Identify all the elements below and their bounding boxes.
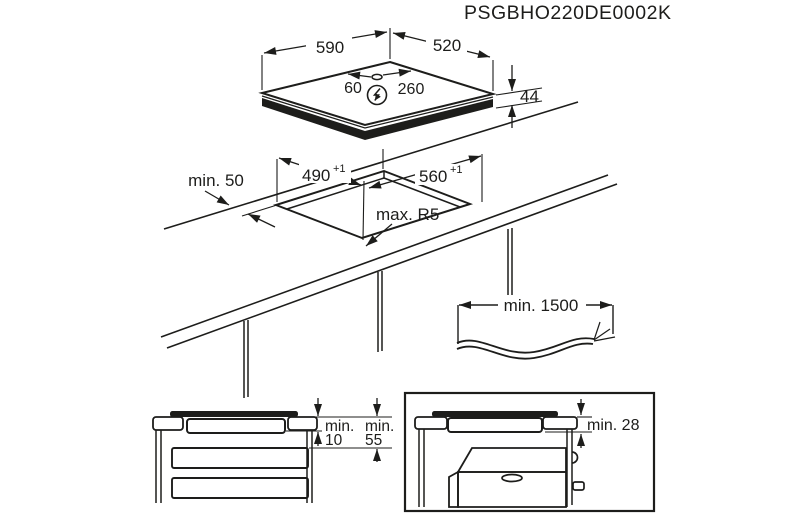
- worktop-section-right2: [542, 416, 578, 430]
- hob-height-label: 44: [520, 87, 539, 106]
- hob-isometric-view: 590 520 60 260 44: [258, 28, 543, 140]
- edge-clearance-arrow-lower: [247, 213, 276, 228]
- oven-clearance-label: min. 28: [587, 417, 640, 434]
- part-number-label: PSGBHO220DE0002K: [464, 2, 671, 24]
- hob-body-band: [262, 98, 493, 140]
- hob-body-section: [186, 418, 286, 434]
- oven-view-frame: [403, 391, 656, 513]
- countertop-front-edge-bottom: [166, 183, 618, 349]
- cutout-depth-tolerance-label: +1: [450, 164, 463, 176]
- cutout-outline: [272, 169, 474, 240]
- oven-drawing: [448, 447, 585, 508]
- oven-installation-view: min. 28: [403, 391, 656, 513]
- corner-radius-arrow: [365, 223, 393, 247]
- clearance-value-label: 55: [365, 432, 382, 449]
- cable-length-view: min. 1500: [456, 295, 616, 360]
- cable-offset-right-arrow: [382, 68, 412, 77]
- countertop-front-edge-top: [160, 174, 609, 338]
- mains-cable-drawing: [456, 321, 616, 360]
- drawer-lower: [171, 477, 309, 499]
- oven-screw: [572, 481, 585, 491]
- oven-handle: [501, 473, 523, 483]
- cable-offset-right-label: 260: [398, 81, 425, 98]
- hob-glass-top: [258, 60, 497, 127]
- oven-knob: [571, 451, 579, 464]
- hob-depth-label: 520: [433, 36, 461, 55]
- cabinet-sides2: [418, 429, 573, 507]
- countertop-back-edge: [163, 101, 579, 230]
- corner-radius-label: max. R5: [376, 205, 439, 224]
- cable-offset-left-label: 60: [344, 80, 362, 97]
- gap-value-label: 10: [325, 432, 343, 449]
- edge-clearance-arrow-upper: [204, 190, 230, 206]
- worktop-section-left2: [414, 416, 448, 430]
- cutout-depth-label: 560: [419, 167, 447, 186]
- cutout-width-label: 490: [302, 166, 330, 185]
- electrical-connection-icon: [366, 84, 388, 106]
- hob-body-section2: [447, 417, 543, 433]
- clearance-min-label: min.: [365, 418, 394, 435]
- worktop-section-left: [152, 416, 184, 431]
- cable-length-label: min. 1500: [504, 296, 579, 315]
- cabinet-legs: [243, 228, 513, 398]
- hob-glass-section: [170, 411, 298, 417]
- cable-offset-left-arrow: [347, 71, 372, 80]
- cutout-width-tolerance-label: +1: [333, 163, 346, 175]
- cable-entry-point: [371, 73, 383, 81]
- gap-min-label: min.: [325, 418, 354, 435]
- worktop-section-right: [287, 416, 318, 431]
- cabinet-sides: [155, 430, 313, 503]
- drawer-installation-view: min. 10 min. 55: [152, 398, 394, 503]
- cutout-view: 490 +1 560 +1 min. 50 max. R5: [188, 149, 483, 247]
- hob-glass-section2: [432, 411, 558, 417]
- edge-clearance-label: min. 50: [188, 171, 244, 190]
- drawer-upper: [171, 447, 309, 469]
- hob-width-label: 590: [316, 38, 344, 57]
